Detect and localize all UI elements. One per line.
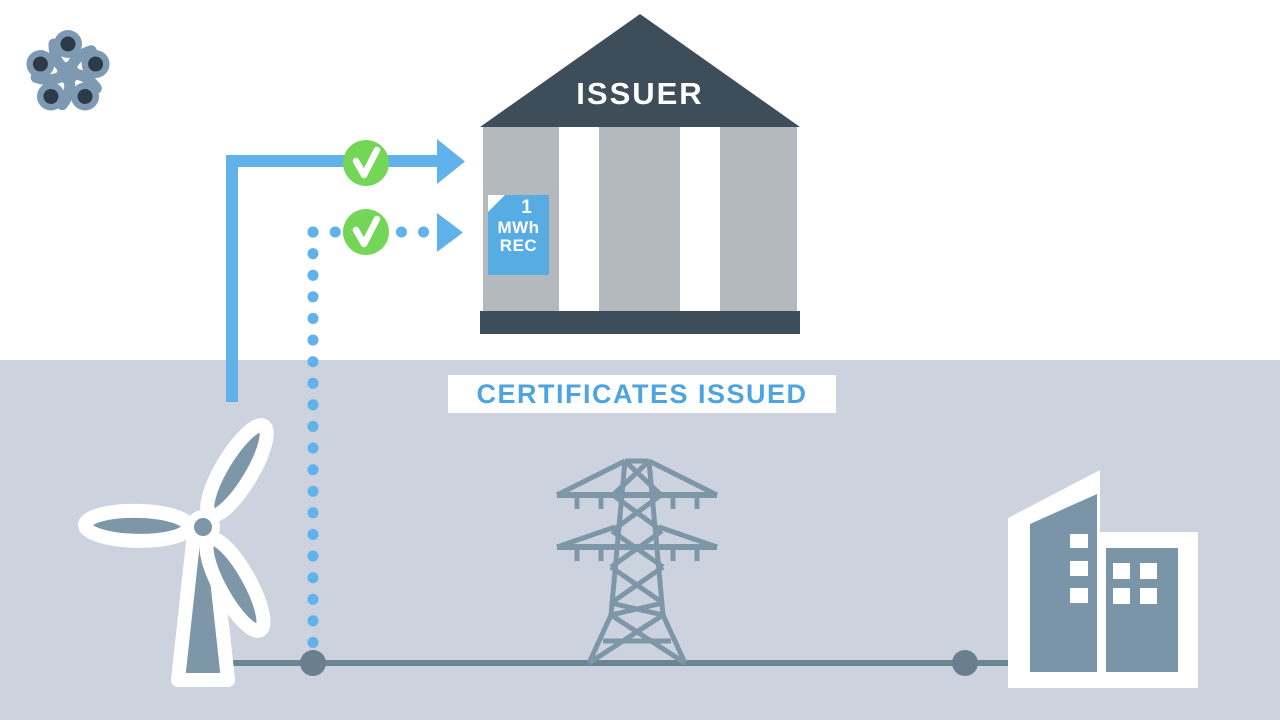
certificate-type: REC (499, 235, 538, 255)
check-badge (343, 209, 389, 255)
building-column (680, 127, 720, 311)
arrowhead-icon (437, 139, 465, 184)
check-icon (352, 146, 381, 179)
certificate-icon: 1 MWh REC (488, 195, 549, 275)
power-line-node-icon (952, 650, 978, 676)
certificate-unit: MWh (497, 217, 540, 237)
power-line (228, 650, 1015, 676)
building-base (480, 311, 800, 334)
brand-swirl-logo-icon (26, 30, 110, 111)
transmission-tower-icon (555, 458, 719, 666)
arrowhead-icon (437, 213, 463, 252)
issuer-roof (480, 14, 800, 127)
check-badge (343, 140, 389, 186)
building-column (559, 127, 599, 311)
consumer-buildings-icon (1008, 470, 1198, 688)
power-line-node-icon (300, 650, 326, 676)
certificate-value: 1 (521, 197, 532, 218)
check-icon (352, 215, 381, 248)
certificates-issued-banner: CERTIFICATES ISSUED (448, 375, 836, 413)
dotted-verified-arrow (307, 213, 463, 651)
issuer-label: ISSUER (576, 76, 704, 111)
wind-turbine-icon (78, 418, 274, 687)
